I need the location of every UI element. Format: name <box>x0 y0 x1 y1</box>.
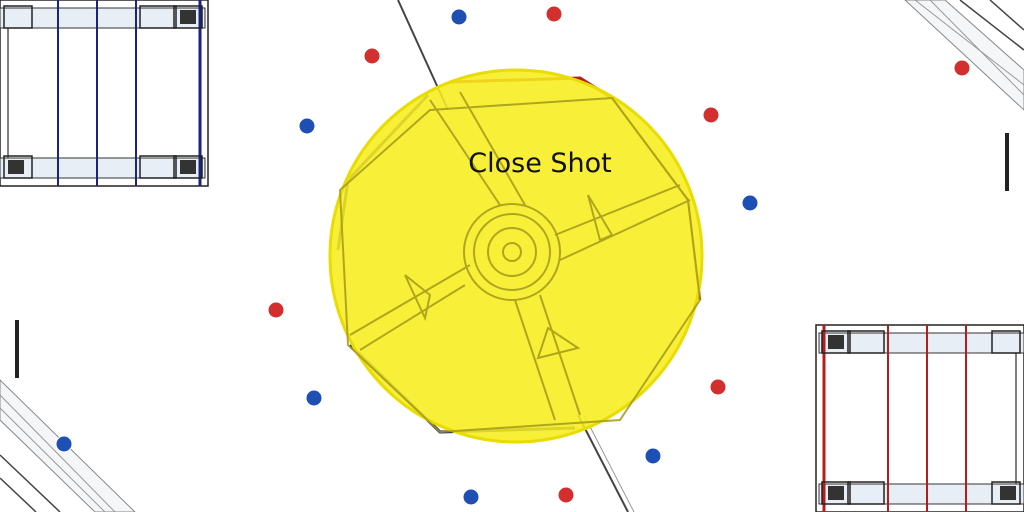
ball-icon <box>363 47 381 65</box>
field-mark-right <box>1005 133 1009 191</box>
ball-icon <box>644 447 662 465</box>
ball-icon <box>702 106 720 124</box>
ball-icon <box>462 488 480 506</box>
ball-icon <box>450 8 468 26</box>
goal-structure-icon <box>815 324 1024 512</box>
field-mark-left <box>15 320 19 378</box>
balls-layer <box>55 5 971 506</box>
close-shot-zone <box>328 68 704 444</box>
ball-icon <box>709 378 727 396</box>
hub-center <box>338 91 702 434</box>
ball-icon <box>305 389 323 407</box>
center-divider-line-bottom <box>577 414 629 512</box>
goal-structure-icon <box>0 0 209 187</box>
ramp-track-top-right <box>904 0 1024 111</box>
ball-icon <box>953 59 971 77</box>
ball-icon <box>298 117 316 135</box>
zone-label: Close Shot <box>468 148 612 179</box>
ball-icon <box>267 301 285 319</box>
ball-icon <box>557 486 575 504</box>
ball-icon <box>741 194 759 212</box>
ball-icon <box>545 5 563 23</box>
ball-icon <box>55 435 73 453</box>
